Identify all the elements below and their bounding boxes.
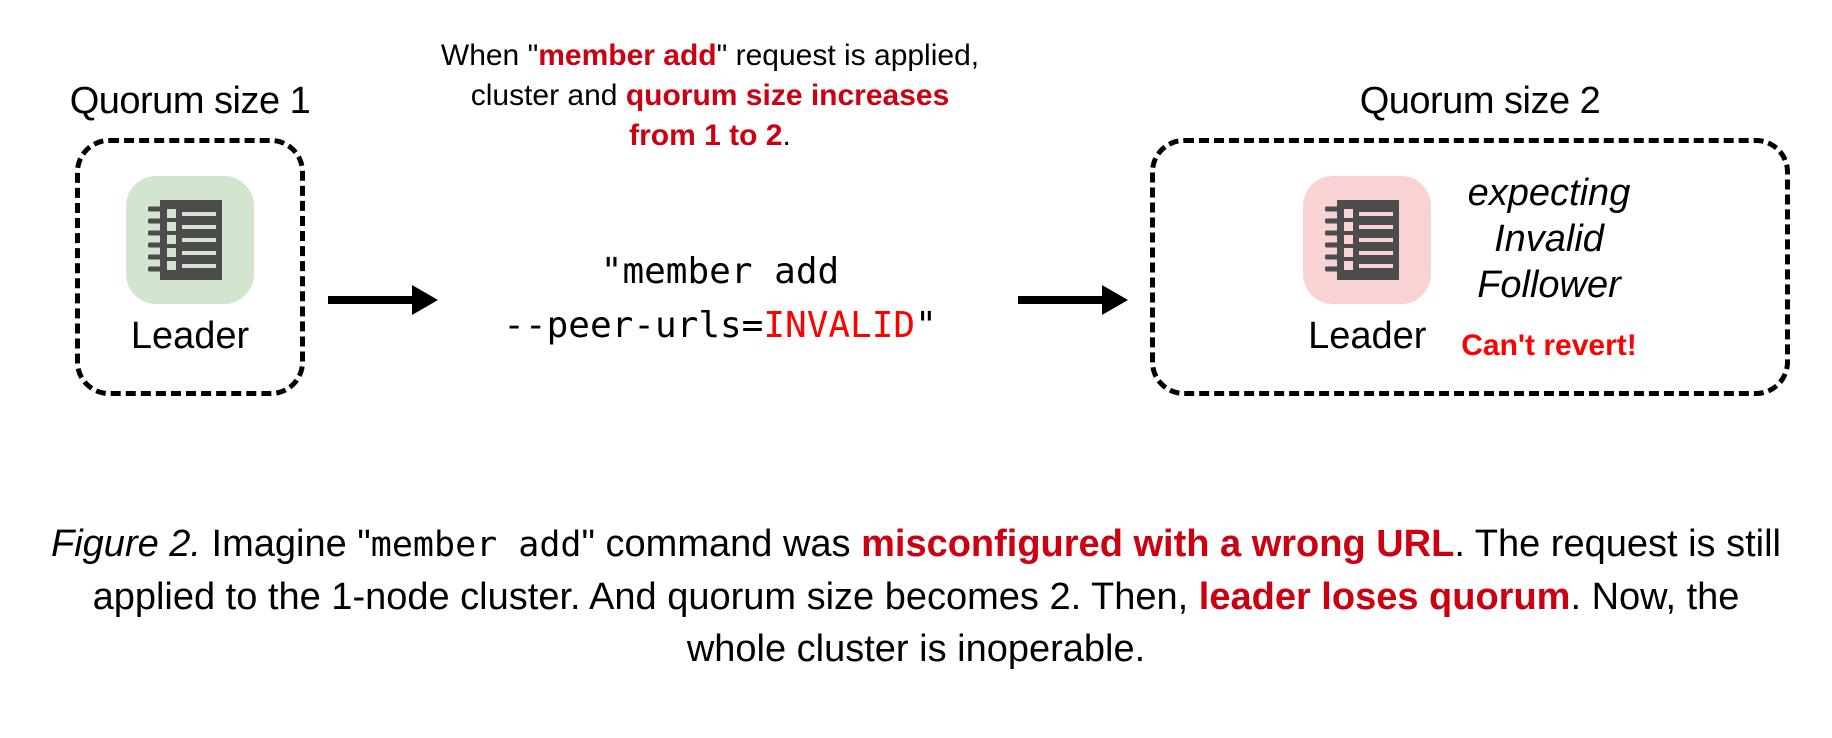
- command-flag: --peer-urls=: [503, 305, 764, 346]
- right-node: Leader: [1303, 176, 1432, 358]
- command-block: "member add --peer-urls=INVALID": [460, 245, 980, 353]
- command-line-1: "member add: [600, 251, 840, 292]
- top-annotation: When "member add" request is applied, cl…: [380, 36, 1040, 156]
- annot-l3-p2: .: [782, 119, 791, 152]
- left-cluster-box: Leader: [75, 138, 305, 396]
- top-annotation-line-1: When "member add" request is applied,: [380, 36, 1040, 76]
- right-node-label: Leader: [1308, 315, 1427, 357]
- right-cluster-box: Leader expecting Invalid Follower Can't …: [1150, 138, 1790, 396]
- server-ledger-icon-pink: [1303, 176, 1432, 304]
- command-close-quote: ": [915, 305, 937, 346]
- server-ledger-icon-green: [126, 176, 254, 304]
- caption-highlight-misconfigured: misconfigured with a wrong URL: [861, 523, 1455, 565]
- arrow-head: [1102, 285, 1128, 315]
- figure-label: Figure 2.: [51, 523, 201, 565]
- right-cluster-notes: expecting Invalid Follower Can't revert!: [1461, 170, 1637, 364]
- caption-seg-3: . The request is still applied to the 1-…: [92, 523, 1781, 618]
- arrow-shaft: [328, 296, 416, 304]
- left-node-label: Leader: [130, 315, 250, 357]
- command-invalid-value: INVALID: [763, 305, 916, 346]
- annot-l1-highlight: member add: [538, 39, 717, 72]
- left-node: Leader: [126, 176, 254, 358]
- caption-mono-command: member add: [370, 525, 582, 565]
- caption-seg-2: " command was: [581, 523, 862, 565]
- figure-caption: Figure 2. Imagine "member add" command w…: [40, 518, 1792, 675]
- left-cluster-title: Quorum size 1: [69, 80, 311, 122]
- icon-glyph: [1325, 200, 1400, 280]
- note-line-invalid: Invalid: [1494, 218, 1604, 260]
- caption-seg-4: . Now, the whole cluster is inoperable.: [686, 576, 1740, 670]
- cant-revert-warning: Can't revert!: [1461, 329, 1637, 362]
- right-cluster-title: Quorum size 2: [1359, 80, 1601, 122]
- note-line-follower: Follower: [1477, 264, 1621, 306]
- top-annotation-line-3: from 1 to 2.: [380, 116, 1040, 156]
- arrow-right-left: [328, 285, 438, 315]
- left-cluster-group: Quorum size 1: [40, 78, 340, 396]
- command-line-2: --peer-urls=INVALID": [460, 299, 980, 353]
- annot-l3-highlight: from 1 to 2: [629, 119, 783, 152]
- caption-seg-1: Imagine ": [200, 523, 371, 565]
- annot-l1-p1: When ": [440, 39, 539, 72]
- caption-highlight-loses-quorum: leader loses quorum: [1198, 576, 1571, 618]
- arrow-right-right: [1018, 285, 1128, 315]
- annot-l2-highlight: quorum size increases: [625, 79, 950, 112]
- note-line-expecting: expecting: [1467, 172, 1631, 214]
- annot-l1-p2: " request is applied,: [716, 39, 980, 72]
- icon-glyph: [148, 200, 222, 280]
- annot-l2-p1: cluster and: [470, 79, 626, 112]
- right-cluster-group: Quorum size 2: [1150, 78, 1810, 396]
- top-annotation-line-2: cluster and quorum size increases: [380, 76, 1040, 116]
- arrow-head: [412, 285, 438, 315]
- arrow-shaft: [1018, 296, 1106, 304]
